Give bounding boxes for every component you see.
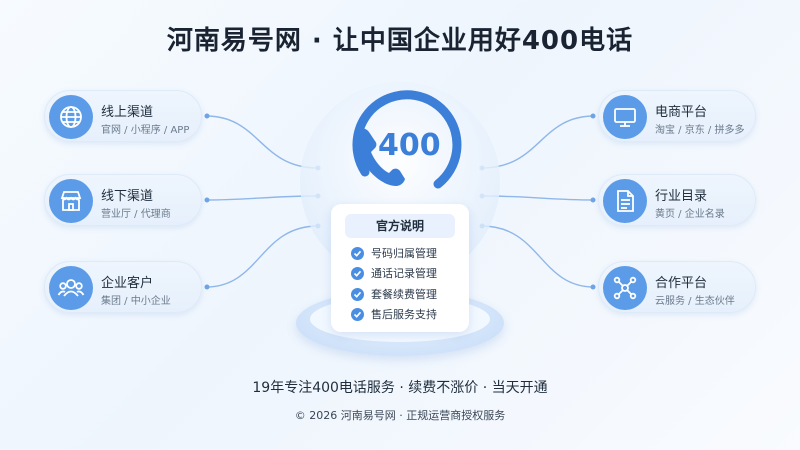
official-notice-panel: 官方说明 号码归属管理 通话记录管理 套餐续费管理 售后服务支持 [331, 204, 469, 332]
card-title: 行业目录 [655, 189, 708, 204]
list-item: 售后服务支持 [351, 305, 437, 323]
page-title: 河南易号网 · 让中国企业用好400电话 [166, 26, 634, 56]
panel-title: 官方说明 [345, 214, 455, 238]
card-subtitle: 淘宝 / 京东 / 拼多多 [655, 125, 745, 136]
list-item-label: 通话记录管理 [371, 267, 437, 280]
check-icon [351, 307, 364, 321]
footer-copyright: © 2026 河南易号网 · 正规运营商授权服务 [294, 409, 506, 422]
card-title: 电商平台 [655, 105, 708, 120]
check-icon [351, 287, 364, 301]
list-item-label: 号码归属管理 [371, 247, 437, 260]
card-title: 线上渠道 [101, 105, 154, 120]
card-offline-channel[interactable]: 线下渠道 营业厅 / 代理商 [44, 174, 202, 226]
phone-icon [352, 90, 462, 189]
card-partner-platform[interactable]: 合作平台 云服务 / 生态伙伴 [598, 261, 756, 313]
monitor-icon [603, 95, 647, 139]
list-item: 通话记录管理 [351, 264, 437, 282]
card-enterprise-clients[interactable]: 企业客户 集团 / 中小企业 [44, 261, 202, 313]
card-ecommerce-platform[interactable]: 电商平台 淘宝 / 京东 / 拼多多 [598, 90, 756, 142]
list-item: 号码归属管理 [351, 244, 437, 262]
card-subtitle: 黄页 / 企业名录 [655, 209, 725, 220]
users-icon [49, 266, 93, 310]
card-subtitle: 营业厅 / 代理商 [101, 209, 171, 220]
badge-400: 400 [378, 128, 441, 163]
card-online-channel[interactable]: 线上渠道 官网 / 小程序 / APP [44, 90, 202, 142]
check-icon [351, 246, 364, 260]
document-icon [603, 179, 647, 223]
card-title: 合作平台 [655, 276, 708, 291]
list-item-label: 售后服务支持 [371, 308, 437, 321]
card-title: 企业客户 [101, 276, 154, 291]
list-item-label: 套餐续费管理 [371, 288, 437, 301]
card-subtitle: 云服务 / 生态伙伴 [655, 296, 735, 307]
check-icon [351, 266, 364, 280]
card-industry-directory[interactable]: 行业目录 黄页 / 企业名录 [598, 174, 756, 226]
globe-icon [49, 95, 93, 139]
list-item: 套餐续费管理 [351, 285, 437, 303]
network-icon [603, 266, 647, 310]
card-title: 线下渠道 [101, 189, 154, 204]
card-subtitle: 官网 / 小程序 / APP [101, 125, 190, 136]
store-icon [49, 179, 93, 223]
card-subtitle: 集团 / 中小企业 [101, 296, 171, 307]
slogan: 19年专注400电话服务 · 续费不涨价 · 当天开通 [252, 380, 548, 396]
